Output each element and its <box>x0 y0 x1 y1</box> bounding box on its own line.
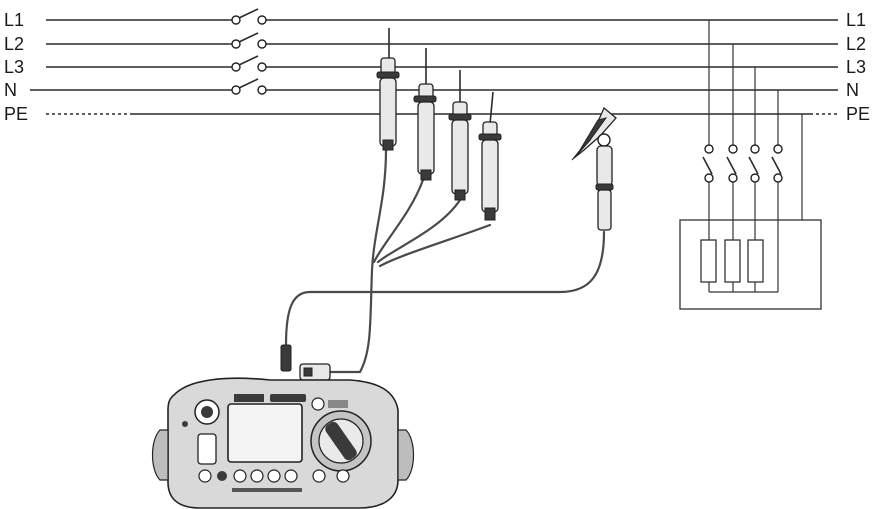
load-circuit <box>679 20 822 310</box>
test-cables <box>284 148 606 374</box>
line-labels-right: L1 L2 L3 N PE <box>846 10 870 124</box>
main-switch-group <box>231 8 267 95</box>
line-label-left: PE <box>4 104 28 124</box>
test-probe-icon <box>448 70 472 201</box>
tester-button <box>336 469 350 483</box>
resistor-icon <box>747 239 764 283</box>
line-labels-left: L1 L2 L3 N PE <box>4 10 28 124</box>
switch-icon <box>726 144 738 183</box>
tester-button <box>267 469 281 483</box>
cable-connector <box>280 344 292 372</box>
tester-button <box>217 471 227 481</box>
crocodile-clip-icon <box>571 106 617 231</box>
tester-button <box>284 469 298 483</box>
switch-icon <box>748 144 760 183</box>
line-label-right: L2 <box>846 34 866 54</box>
switch-icon <box>231 78 267 95</box>
resistor-icon <box>724 239 741 283</box>
tester-button <box>233 469 247 483</box>
test-probe-icon <box>413 48 437 181</box>
test-probe-icon <box>376 28 400 151</box>
tester-button <box>250 469 264 483</box>
line-label-right: PE <box>846 104 870 124</box>
installation-tester <box>151 344 415 509</box>
switch-icon <box>231 55 267 72</box>
switch-icon <box>231 32 267 49</box>
line-label-left: L1 <box>4 10 24 30</box>
switch-icon <box>771 144 783 183</box>
tester-screen <box>227 403 303 463</box>
switch-icon <box>702 144 714 183</box>
line-label-left: L2 <box>4 34 24 54</box>
test-probe-icon <box>478 91 502 221</box>
line-label-left: L3 <box>4 57 24 77</box>
tester-button <box>312 469 326 483</box>
line-label-right: L3 <box>846 57 866 77</box>
line-label-right: N <box>846 80 859 100</box>
resistor-icon <box>700 239 717 283</box>
switch-icon <box>231 8 267 25</box>
line-label-left: N <box>4 80 17 100</box>
tester-button <box>198 469 212 483</box>
line-label-right: L1 <box>846 10 866 30</box>
